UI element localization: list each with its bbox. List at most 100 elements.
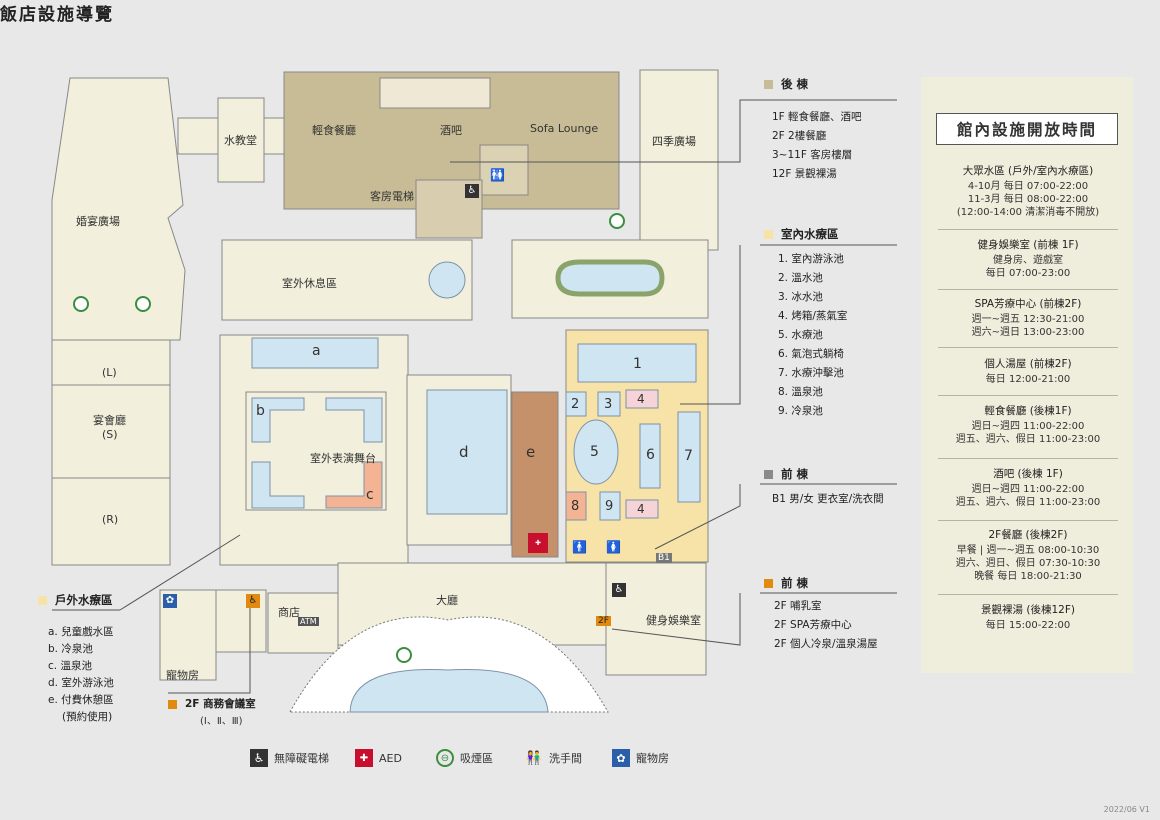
map-label-outdoor-stage: 室外表演舞台 — [310, 452, 376, 465]
hours-block: SPA芳療中心 (前棟2F) 週一~週五 12:30-21:00 週六~週日 1… — [938, 298, 1118, 339]
pool-b — [251, 397, 305, 443]
hours-block-name: 酒吧 (後棟 1F) — [993, 468, 1063, 480]
pool-9 — [599, 491, 621, 521]
hours-line: 每日 07:00-23:00 — [985, 268, 1071, 279]
restroom-icon: 🚹 — [572, 540, 587, 554]
pool-label-4b: 4 — [637, 502, 645, 516]
hours-divider — [938, 520, 1118, 521]
pool-b2 — [325, 397, 383, 443]
restroom-icon: 👫 — [525, 750, 543, 766]
indoor-spa-item: 2. 溫水池 — [778, 272, 823, 284]
front-2f-heading: 前 棟 — [764, 575, 808, 591]
hours-divider — [938, 395, 1118, 396]
rear-building-heading: 後 棟 — [764, 76, 808, 92]
restroom-block — [479, 144, 529, 196]
hours-divider — [938, 229, 1118, 230]
pool-label-c: c — [366, 487, 374, 503]
indoor-spa-item: 4. 烤箱/蒸氣室 — [778, 310, 848, 322]
version-label: 2022/06 V1 — [1103, 805, 1150, 814]
hours-divider — [938, 289, 1118, 290]
map-label-wedding-plaza: 婚宴廣場 — [76, 215, 120, 228]
front-2f-list: 2F 哺乳室 2F SPA芳療中心 2F 個人冷泉/溫泉湯屋 — [774, 597, 878, 654]
map-label-banquet-R: (R) — [102, 513, 119, 526]
front-b1-list: B1 男/女 更衣室/洗衣間 — [772, 490, 884, 509]
restroom-icon: 🚻 — [490, 168, 505, 182]
legend-item: ♿ 無障礙電梯 — [250, 748, 329, 768]
hours-block: 個人湯屋 (前棟2F) 每日 12:00-21:00 — [938, 358, 1118, 386]
outdoor-spa-item: d. 室外游泳池 — [48, 677, 114, 689]
hours-line: 週六、週日、假日 07:30-10:30 — [955, 558, 1101, 569]
pool-a — [251, 337, 379, 369]
pool-e — [511, 391, 559, 558]
pool-label-4a: 4 — [637, 392, 645, 406]
map-label-outdoor-lounge: 室外休息區 — [282, 277, 337, 290]
accessible-elevator-icon: ♿ — [612, 583, 626, 597]
rear-building-item: 1F 輕食餐廳、酒吧 — [772, 111, 862, 123]
pool-label-e: e — [526, 443, 536, 461]
meeting-room-sub: (Ⅰ、Ⅱ、Ⅲ) — [200, 716, 243, 727]
legend-item: 👫 洗手間 — [525, 748, 582, 768]
outdoor-spa-heading: 戶外水療區 — [38, 592, 113, 608]
fountain — [428, 261, 466, 299]
legend-item: ✚ AED — [355, 748, 402, 768]
restroom-icon: 🚺 — [606, 540, 621, 554]
map-label-four-seasons: 四季廣場 — [652, 135, 696, 148]
map-label-banquet-hall: 宴會廳 — [93, 414, 126, 427]
aed-icon: ✚ — [528, 533, 548, 553]
outdoor-spa-list: a. 兒童戲水區 b. 冷泉池 c. 溫泉池 d. 室外游泳池 e. 付費休憩區… — [48, 624, 114, 726]
hours-line: 4-10月 每日 07:00-22:00 — [967, 181, 1089, 192]
hours-block-name: 個人湯屋 (前棟2F) — [984, 358, 1072, 370]
pool-2 — [565, 391, 587, 417]
hours-block: 景觀裸湯 (後棟12F) 每日 15:00-22:00 — [938, 604, 1118, 632]
front-b1-swatch — [764, 470, 773, 479]
map-label-atm: ATM — [298, 617, 319, 626]
hours-block: 大眾水區 (戶外/室內水療區) 4-10月 每日 07:00-22:00 11-… — [938, 165, 1118, 219]
hours-divider — [938, 347, 1118, 348]
corridor-right — [263, 117, 285, 155]
pool-3 — [597, 391, 621, 417]
rear-building-item: 12F 景觀裸湯 — [772, 168, 837, 180]
hours-line: 11-3月 每日 08:00-22:00 — [967, 194, 1089, 205]
indoor-spa-item: 6. 氣泡式躺椅 — [778, 348, 844, 360]
indoor-spa-list: 1. 室內游泳池 2. 溫水池 3. 冰水池 4. 烤箱/蒸氣室 5. 水療池 … — [778, 250, 847, 421]
rear-building-item: 2F 2樓餐廳 — [772, 130, 827, 142]
corridor-left — [177, 117, 219, 155]
legend-label: AED — [379, 751, 402, 765]
bar-counter — [379, 77, 491, 109]
outdoor-spa-item: c. 溫泉池 — [48, 660, 92, 672]
map-label-2f: 2F — [596, 616, 611, 626]
front-b1-heading: 前 棟 — [764, 466, 808, 482]
pools — [251, 259, 701, 558]
meeting-room-swatch — [168, 699, 177, 709]
garden-pool — [555, 259, 665, 297]
map-label-sofa-lounge: Sofa Lounge — [530, 122, 599, 135]
accessible-elevator-icon: ♿ — [246, 594, 260, 608]
pool-label-6: 6 — [646, 447, 655, 463]
hours-block-name: 2F餐廳 (後棟2F) — [988, 529, 1068, 541]
hours-line: 早餐 | 週一~週五 08:00-10:30 — [956, 545, 1100, 556]
hours-block: 2F餐廳 (後棟2F) 早餐 | 週一~週五 08:00-10:30 週六、週日… — [938, 529, 1118, 583]
hours-title: 館內設施開放時間 — [936, 113, 1118, 145]
indoor-spa-item: 8. 溫泉池 — [778, 386, 823, 398]
rear-building-list: 1F 輕食餐廳、酒吧 2F 2樓餐廳 3~11F 客房樓層 12F 景觀裸湯 — [772, 108, 862, 184]
outdoor-spa-swatch — [38, 596, 47, 605]
indoor-spa-item: 5. 水療池 — [778, 329, 823, 341]
pool-7 — [677, 411, 701, 503]
legend-item: ⊖ 吸煙區 — [436, 748, 493, 768]
pool-label-2: 2 — [571, 397, 580, 412]
hours-panel — [921, 77, 1133, 673]
map-label-lobby: 大廳 — [436, 594, 458, 607]
map-label-pet-room: 寵物房 — [166, 669, 199, 682]
rear-building-swatch — [764, 80, 773, 89]
smoking-area-icon: ⊖ — [436, 749, 454, 767]
hours-block: 健身娛樂室 (前棟 1F) 健身房、遊戲室 每日 07:00-23:00 — [938, 239, 1118, 280]
hours-block: 酒吧 (後棟 1F) 週日~週四 11:00-22:00 週五、週六、假日 11… — [938, 468, 1118, 509]
pool-label-d: d — [459, 443, 469, 461]
banquet-hall-area — [51, 339, 171, 566]
page-title: 飯店設施導覽 — [0, 5, 114, 25]
legend-label: 寵物房 — [636, 752, 669, 765]
pool-d — [426, 389, 508, 515]
pool-label-7: 7 — [684, 448, 693, 464]
indoor-spa-item: 9. 冷泉池 — [778, 405, 823, 417]
